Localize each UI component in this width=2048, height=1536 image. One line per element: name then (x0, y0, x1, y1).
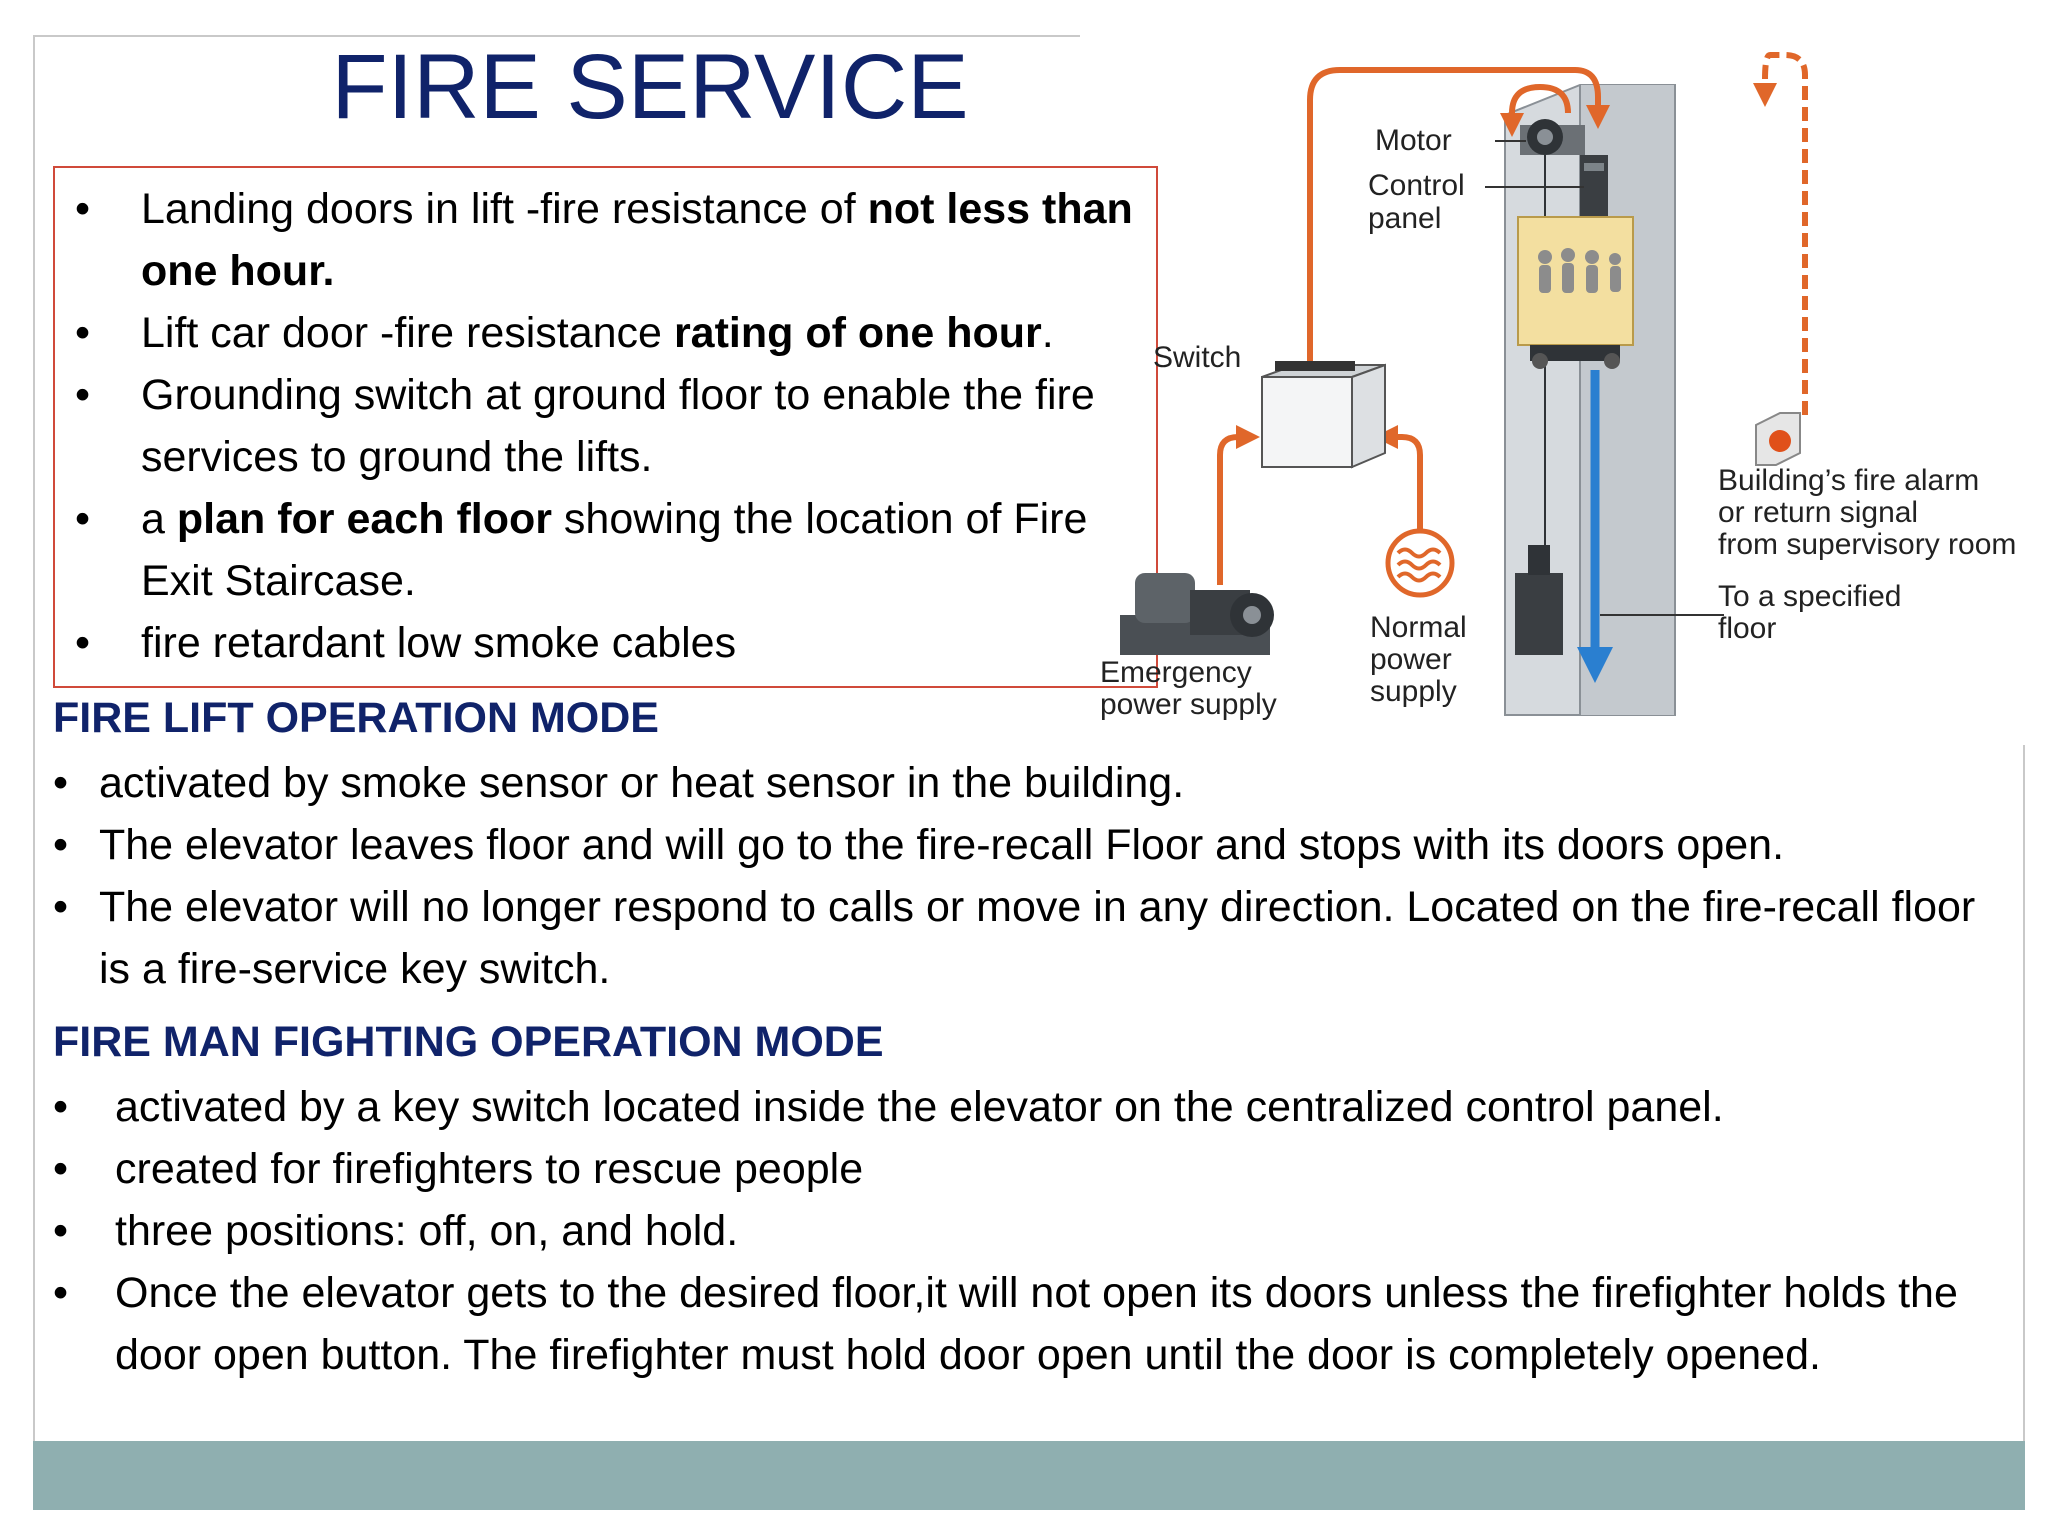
list-item: •a plan for each floor showing the locat… (75, 488, 1155, 612)
list-item: •fire retardant low smoke cables (75, 612, 1155, 674)
requirements-box (53, 166, 1158, 688)
bullet-icon: • (53, 883, 69, 931)
generator-icon (1120, 573, 1274, 655)
list-item: •Grounding switch at ground floor to ena… (75, 364, 1155, 488)
bullet-icon: • (53, 821, 69, 869)
bullet-icon: • (75, 619, 91, 667)
bullet-icon: • (75, 309, 91, 357)
list-item: •activated by smoke sensor or heat senso… (53, 752, 2013, 814)
normal-arrow-icon (1374, 425, 1423, 545)
switch-icon (1261, 361, 1386, 469)
emergency-power-label: power supply (1100, 688, 1277, 721)
list-item: •The elevator will no longer respond to … (53, 876, 2013, 1000)
list-item: •The elevator leaves floor and will go t… (53, 814, 2013, 876)
power-arrow-icon (1307, 67, 1610, 370)
list-item: •Lift car door -fire resistance rating o… (75, 302, 1155, 364)
fireman-heading: FIRE MAN FIGHTING OPERATION MODE (53, 1018, 884, 1066)
list-item: •activated by a key switch located insid… (53, 1076, 2013, 1138)
bullet-icon: • (53, 1083, 69, 1131)
fire-lift-list: •activated by smoke sensor or heat senso… (53, 752, 2013, 1000)
alarm-label: Building’s fire alarm (1718, 464, 1979, 497)
requirements-list: •Landing doors in lift -fire resistance … (75, 178, 1155, 674)
elevator-car (1517, 216, 1634, 369)
motor-icon (1520, 119, 1585, 155)
floor-label: To a specified (1718, 580, 1901, 613)
normal-power-label: power (1370, 643, 1452, 676)
alarm-label: or return signal (1718, 496, 1918, 529)
bullet-icon: • (75, 185, 91, 233)
slide-title: FIRE SERVICE (331, 36, 969, 138)
list-item: •created for firefighters to rescue peop… (53, 1138, 2013, 1200)
fire-lift-heading: FIRE LIFT OPERATION MODE (53, 694, 659, 742)
alarm-signal-arrow-icon (1753, 52, 1808, 415)
curved-arrow-icon (1500, 83, 1571, 137)
floor-label: floor (1718, 612, 1776, 645)
emergency-arrow-icon (1217, 425, 1260, 585)
emergency-power-label: Emergency (1100, 656, 1252, 689)
list-item: •three positions: off, on, and hold. (53, 1200, 2013, 1262)
footer-bar (33, 1441, 2025, 1510)
switch-label: Switch (1153, 341, 1241, 374)
control-panel-label: Control (1368, 169, 1465, 202)
normal-power-label: supply (1370, 675, 1457, 708)
bullet-icon: • (53, 1145, 69, 1193)
control-panel-label: panel (1368, 202, 1441, 235)
bullet-icon: • (53, 1269, 69, 1317)
bullet-icon: • (75, 495, 91, 543)
motor-label: Motor (1375, 124, 1452, 157)
normal-power-label: Normal (1370, 611, 1467, 644)
bullet-icon: • (53, 759, 69, 807)
counterweight (1515, 545, 1563, 655)
fire-alarm-button-icon (1755, 412, 1801, 466)
alarm-label: from supervisory room (1718, 528, 2016, 561)
elevator-diagram: Motor Control panel Switch Building’s fi… (1090, 25, 2048, 735)
bullet-icon: • (53, 1207, 69, 1255)
power-wave-icon (1385, 528, 1455, 598)
list-item: •Once the elevator gets to the desired f… (53, 1262, 2013, 1386)
list-item: •Landing doors in lift -fire resistance … (75, 178, 1155, 302)
bullet-icon: • (75, 371, 91, 419)
fireman-list: •activated by a key switch located insid… (53, 1076, 2013, 1386)
